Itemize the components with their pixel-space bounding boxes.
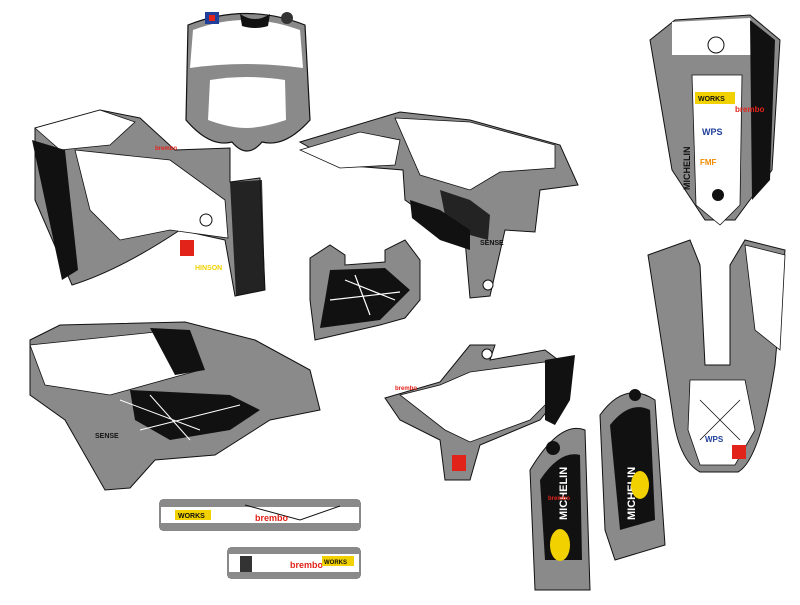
brembo-logo: brembo	[155, 146, 177, 152]
fork-guard-right: MICHELIN	[599, 389, 666, 561]
sponsor-badge-front	[732, 445, 746, 459]
brembo-logo-swingarm-2: brembo	[290, 560, 324, 570]
rear-fender: WORKS brembo WPS MICHELIN FMF	[649, 14, 781, 226]
works-logo: WORKS	[178, 513, 205, 520]
swingarm-decal-top: WORKS brembo	[159, 499, 361, 531]
swingarm-decal-bottom: brembo WORKS	[227, 547, 361, 579]
brembo-logo-lower: brembo	[395, 386, 417, 392]
brembo-logo-fender: brembo	[735, 105, 764, 114]
dunlop-logo-icon	[712, 189, 724, 201]
works-logo-2: WORKS	[324, 560, 347, 566]
brembo-logo-fork: brembo	[548, 496, 570, 502]
michelin-logo-left: MICHELIN	[558, 467, 570, 520]
michelin-logo-fender: MICHELIN	[682, 147, 692, 191]
lower-left-shroud: SENSE	[29, 321, 321, 491]
lower-right-shroud: brembo	[384, 344, 575, 481]
hinson-logo: HINSON	[195, 265, 222, 272]
front-number-plate	[185, 12, 311, 152]
wps-logo-front: WPS	[705, 435, 724, 444]
sense-logo: SENSE	[480, 240, 504, 247]
fork-guard-left: MICHELIN brembo	[529, 428, 591, 591]
left-radiator-shroud: brembo HINSON	[32, 109, 266, 297]
dragon-icon	[546, 441, 560, 455]
skull-icon	[281, 12, 293, 24]
sponsor-badge-lower	[452, 455, 466, 471]
brembo-logo-swingarm: brembo	[255, 513, 289, 523]
front-fender: WPS	[647, 239, 786, 473]
sponsor-badge	[180, 240, 194, 256]
center-frame-panel	[309, 239, 421, 341]
works-logo-fender: WORKS	[698, 96, 725, 103]
fmf-logo: FMF	[700, 158, 717, 167]
wps-logo: WPS	[702, 127, 723, 137]
sense-logo-lower: SENSE	[95, 433, 119, 440]
right-radiator-shroud: SENSE	[298, 111, 579, 299]
